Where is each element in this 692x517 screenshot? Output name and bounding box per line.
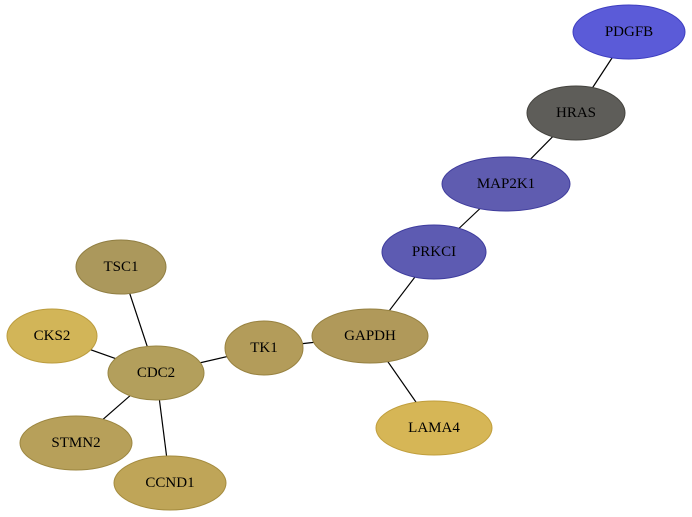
node-label-hras: HRAS	[556, 105, 596, 121]
node-lama4[interactable]: LAMA4	[375, 400, 493, 456]
node-label-cks2: CKS2	[34, 328, 71, 344]
node-map2k1[interactable]: MAP2K1	[441, 156, 571, 212]
node-label-map2k1: MAP2K1	[477, 176, 535, 192]
node-label-lama4: LAMA4	[408, 420, 460, 436]
node-hras[interactable]: HRAS	[526, 85, 626, 141]
node-gapdh[interactable]: GAPDH	[311, 308, 429, 364]
node-ellipse-gapdh	[311, 308, 429, 364]
node-tsc1[interactable]: TSC1	[75, 239, 167, 295]
node-tk1[interactable]: TK1	[224, 320, 304, 376]
node-ellipse-pdgfb	[572, 4, 686, 60]
node-label-prkci: PRKCI	[412, 244, 456, 260]
node-label-tsc1: TSC1	[103, 259, 138, 275]
node-ellipse-hras	[526, 85, 626, 141]
node-cks2[interactable]: CKS2	[6, 308, 98, 364]
node-label-cdc2: CDC2	[137, 365, 175, 381]
node-cdc2[interactable]: CDC2	[107, 345, 205, 401]
node-ccnd1[interactable]: CCND1	[113, 455, 227, 511]
node-label-gapdh: GAPDH	[344, 328, 396, 344]
node-pdgfb[interactable]: PDGFB	[572, 4, 686, 60]
node-ellipse-prkci	[381, 224, 487, 280]
node-ellipse-stmn2	[19, 415, 133, 471]
node-label-stmn2: STMN2	[51, 435, 100, 451]
node-ellipse-tsc1	[75, 239, 167, 295]
node-ellipse-map2k1	[441, 156, 571, 212]
node-stmn2[interactable]: STMN2	[19, 415, 133, 471]
node-ellipse-ccnd1	[113, 455, 227, 511]
node-label-tk1: TK1	[250, 340, 278, 356]
node-label-ccnd1: CCND1	[145, 475, 194, 491]
node-ellipse-cdc2	[107, 345, 205, 401]
node-ellipse-lama4	[375, 400, 493, 456]
node-ellipse-cks2	[6, 308, 98, 364]
node-ellipse-tk1	[224, 320, 304, 376]
node-label-pdgfb: PDGFB	[605, 24, 653, 40]
node-prkci[interactable]: PRKCI	[381, 224, 487, 280]
